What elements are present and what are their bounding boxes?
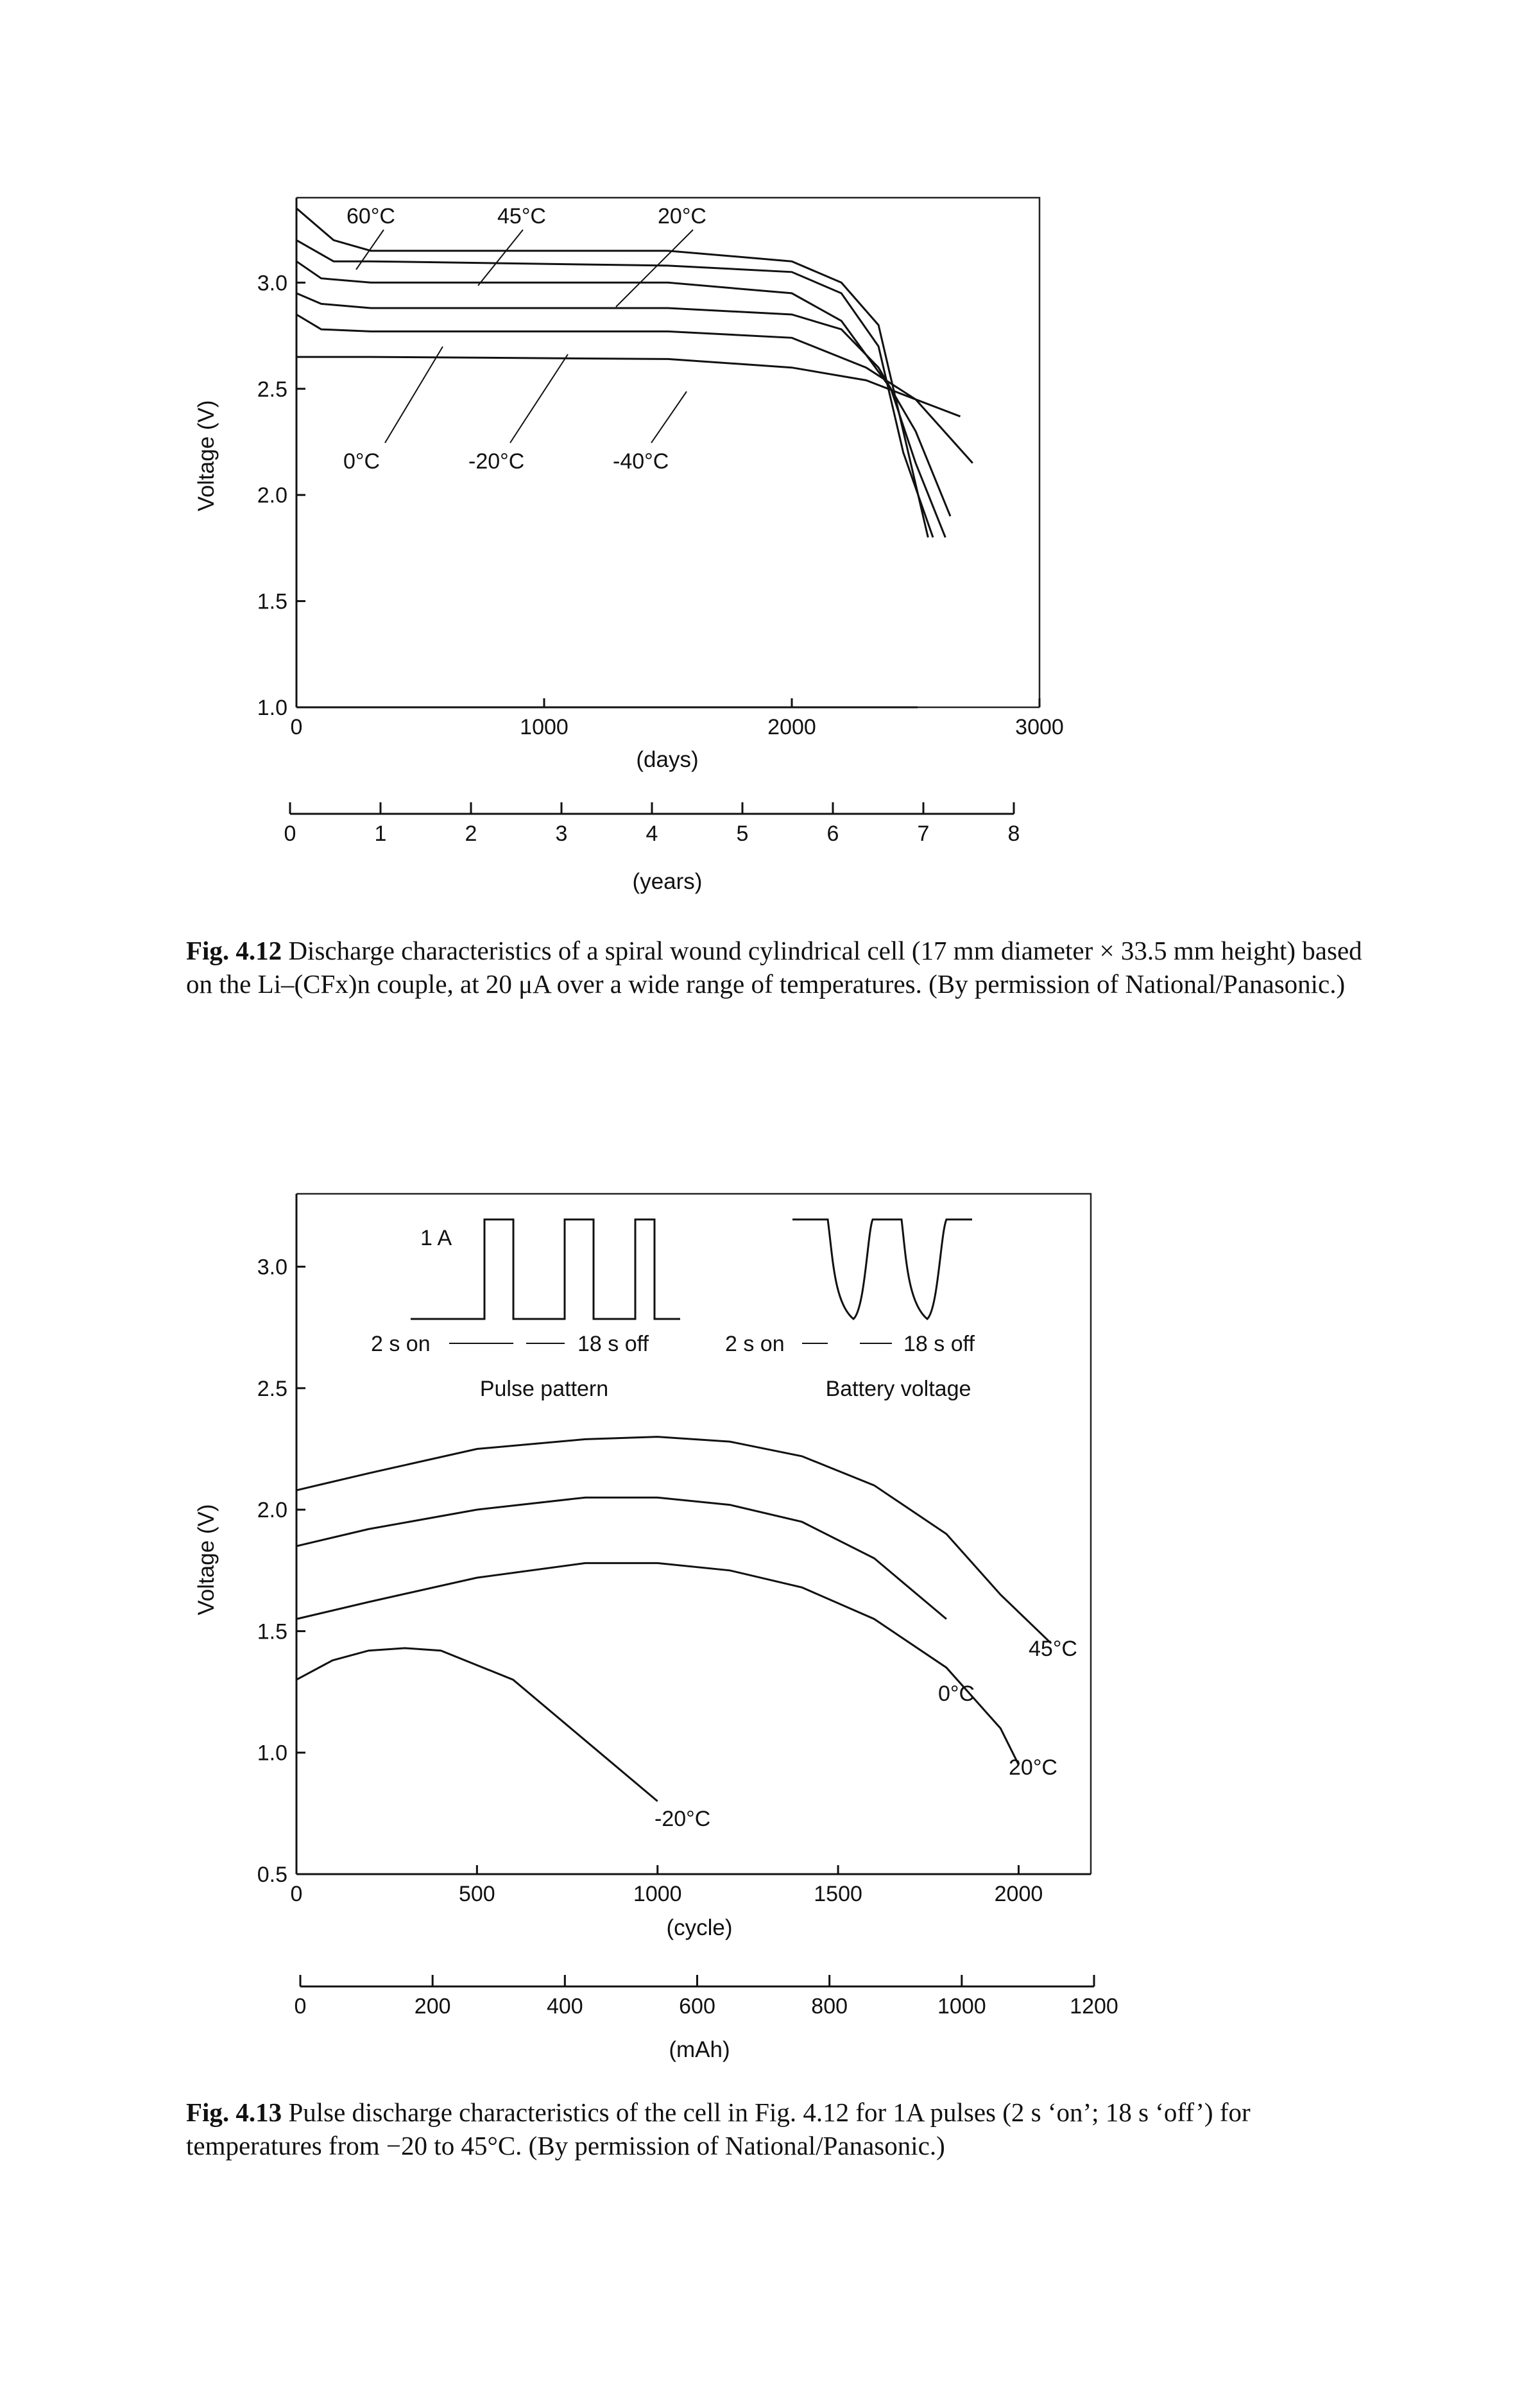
fig-4-13-chart: 0.5 1.0 1.5 2.0 2.5 3.0 0 500 1000 1500 2000 0 200… [194,1193,1118,2062]
secondary-axis: 0 1 2 3 4 5 6 7 8 [284,802,1020,846]
voltage-timing-on: 2 s on [725,1332,785,1356]
secondary-tick-label: 1000 [937,1994,986,2019]
y-ticks: 0.5 1.0 1.5 2.0 2.5 3.0 [257,1255,305,1887]
secondary-tick-label: 7 [918,822,930,846]
secondary-tick-label: 600 [679,1994,715,2019]
plot-frame [296,1193,1092,1874]
secondary-tick-label: 200 [415,1994,451,2019]
secondary-tick-label: 400 [547,1994,583,2019]
pulse-pattern-inset: 1 A 2 s on 18 s off Pulse pattern [371,1218,680,1401]
y-axis-label: Voltage (V) [194,1504,219,1615]
secondary-tick-label: 6 [827,822,839,846]
x-tick-label: 1000 [633,1882,682,1906]
series-line-60c [296,207,929,538]
y-tick-label: 2.0 [257,483,287,508]
caption-label: Fig. 4.12 [186,936,282,965]
leader-minus40c [651,391,687,444]
y-axis-label: Voltage (V) [194,400,219,511]
series-lines [296,1436,1052,1802]
series-line-minus40c [296,356,961,418]
fig-4-12-caption: Fig. 4.12 Discharge characteristics of a… [186,934,1367,1001]
y-ticks: 1.0 1.5 2.0 2.5 3.0 [257,271,305,720]
secondary-axis-label: (years) [633,869,703,894]
battery-voltage-inset: 2 s on 18 s off Battery voltage [725,1218,975,1401]
x-axis-label: (days) [636,747,698,772]
x-tick-label: 0 [291,1882,303,1906]
y-tick-label: 2.5 [257,377,287,402]
caption-text: Pulse discharge characteristics of the c… [186,2097,1251,2160]
x-tick-label: 2000 [995,1882,1043,1906]
secondary-tick-label: 4 [646,822,658,846]
leader-0c [384,346,443,444]
leader-minus20c [509,354,569,444]
y-tick-label: 1.5 [257,1619,287,1644]
secondary-tick-label: 3 [556,822,568,846]
series-line-0c [296,292,952,517]
y-tick-label: 3.0 [257,271,287,295]
x-tick-label: 0 [291,715,303,739]
secondary-tick-label: 1200 [1070,1994,1118,2019]
secondary-tick-label: 800 [811,1994,848,2019]
pulse-waveform [411,1218,680,1320]
secondary-tick-label: 8 [1008,822,1020,846]
y-tick-label: 2.0 [257,1498,287,1522]
y-tick-label: 1.5 [257,590,287,614]
annotation-0c: 0°C [343,449,380,474]
pulse-current-label: 1 A [420,1226,452,1250]
voltage-waveform [792,1218,972,1320]
x-ticks: 0 500 1000 1500 2000 [291,1865,1043,1906]
plot-frame [296,196,1041,709]
y-tick-label: 2.5 [257,1377,287,1401]
series-line-minus20c [296,313,973,464]
annotation-20c: 20°C [1009,1755,1057,1780]
series-line-20c [296,260,946,538]
annotation-minus20c: -20°C [654,1807,710,1831]
secondary-tick-label: 5 [737,822,749,846]
secondary-tick-label: 0 [284,822,296,846]
series-line-minus20c [296,1647,658,1802]
y-tick-label: 0.5 [257,1863,287,1887]
secondary-tick-label: 1 [375,822,387,846]
fig-4-13-caption: Fig. 4.13 Pulse discharge characteristic… [186,2096,1367,2162]
x-ticks: 0 1000 2000 3000 [291,698,1064,739]
annotation-45c: 45°C [1029,1637,1077,1661]
x-tick-label: 500 [459,1882,495,1906]
leader-60c [355,229,384,270]
annotation-45c: 45°C [497,204,546,228]
annotation-60c: 60°C [346,204,395,228]
annotation-0c: 0°C [938,1682,975,1706]
leader-45c [477,229,524,286]
leader-20c [615,229,694,307]
secondary-axis: 0 200 400 600 800 1000 1200 [295,1975,1118,2019]
y-tick-label: 3.0 [257,1255,287,1280]
annotation-minus20c: -20°C [468,449,524,474]
x-tick-label: 3000 [1015,715,1064,739]
caption-text: Discharge characteristics of a spiral wo… [186,936,1362,999]
y-tick-label: 1.0 [257,696,287,720]
y-tick-label: 1.0 [257,1741,287,1766]
secondary-tick-label: 0 [295,1994,307,2019]
x-tick-label: 1500 [814,1882,862,1906]
battery-voltage-caption: Battery voltage [826,1377,971,1401]
voltage-timing-off: 18 s off [903,1332,975,1356]
annotation-minus40c: -40°C [613,449,669,474]
pulse-pattern-caption: Pulse pattern [480,1377,608,1401]
series-line-45c [296,1436,1052,1644]
secondary-tick-label: 2 [465,822,477,846]
pulse-timing-on: 2 s on [371,1332,431,1356]
x-tick-label: 2000 [767,715,816,739]
series-line-0c [296,1496,947,1620]
pulse-timing-off: 18 s off [578,1332,649,1356]
caption-label: Fig. 4.13 [186,2097,282,2127]
series-line-20c [296,1562,1020,1766]
series-lines [296,207,973,538]
secondary-axis-label: (mAh) [669,2037,730,2062]
x-tick-label: 1000 [520,715,569,739]
annotation-20c: 20°C [658,204,706,228]
x-axis-label: (cycle) [666,1915,732,1940]
series-line-45c [296,239,934,538]
